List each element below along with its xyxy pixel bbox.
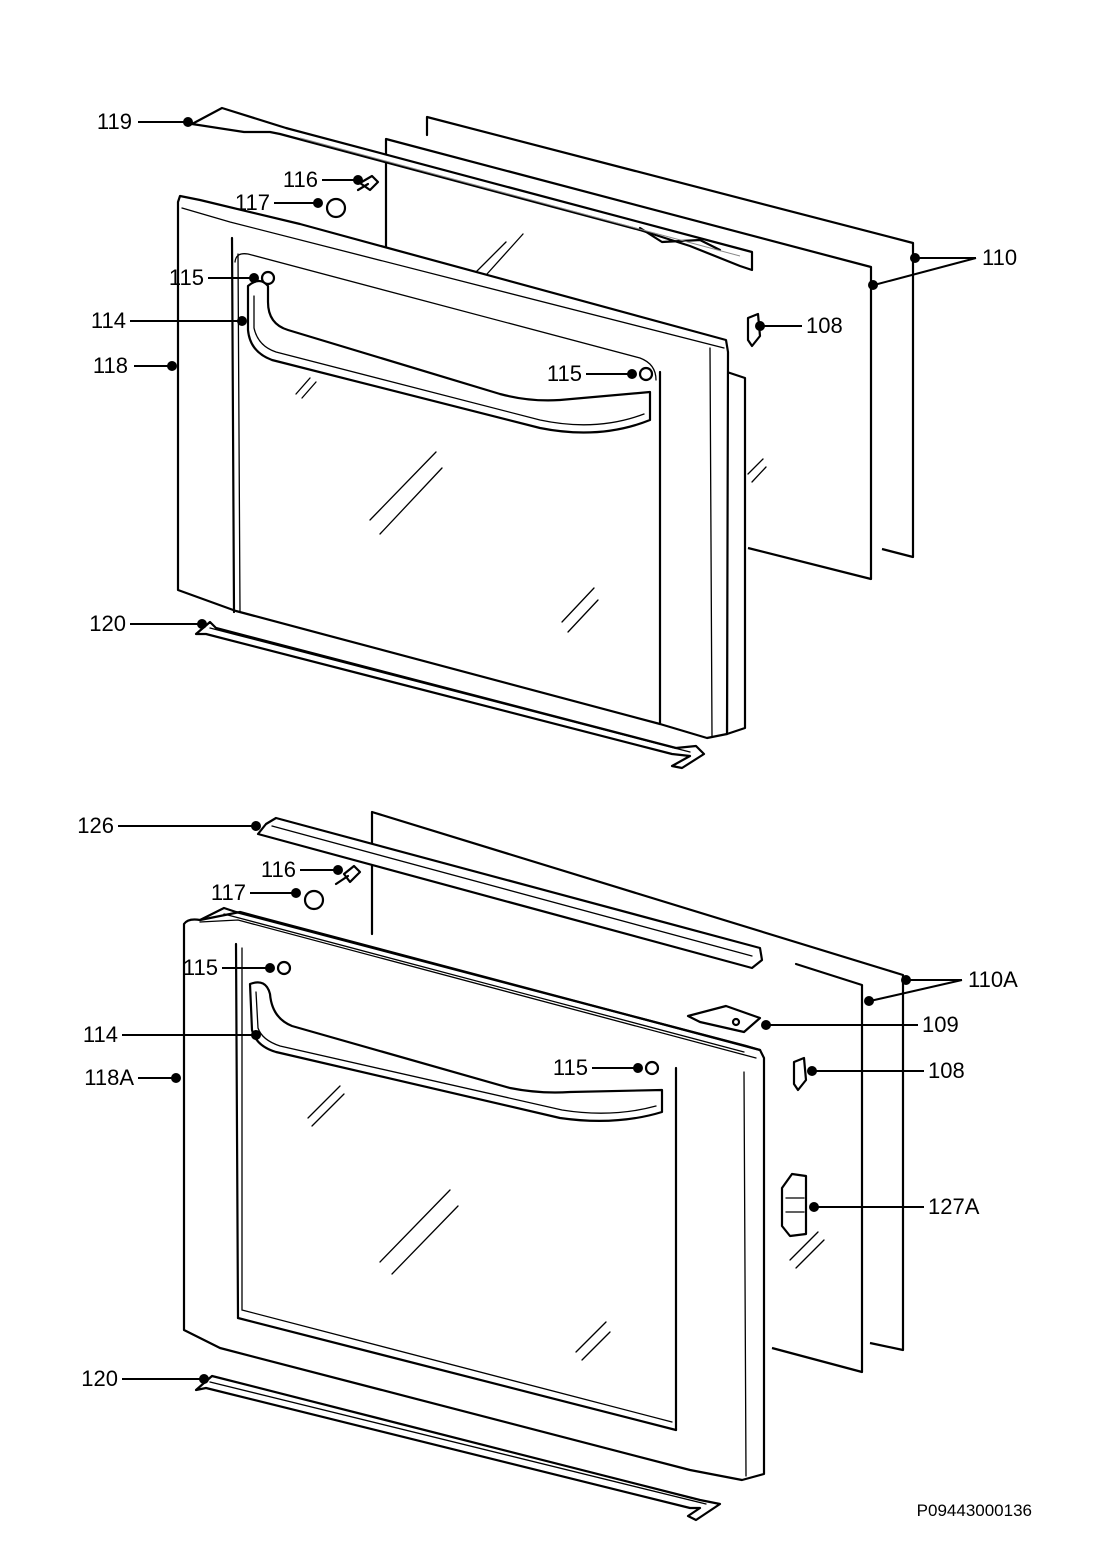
callout-127a: 127A xyxy=(809,1194,980,1219)
label-114-bottom: 114 xyxy=(83,1022,118,1047)
callout-118a: 118A xyxy=(84,1065,181,1090)
drawing-code: P09443000136 xyxy=(917,1501,1032,1520)
label-127a: 127A xyxy=(928,1194,980,1219)
front-panel-side-depth xyxy=(725,370,747,736)
door-handle-top xyxy=(246,279,652,434)
label-118: 118 xyxy=(93,353,128,378)
callout-110a: 110A xyxy=(864,967,1018,1006)
callout-116-bottom: 116 xyxy=(261,857,343,882)
callout-115-right-bottom: 115 xyxy=(553,1055,643,1080)
callout-110: 110 xyxy=(868,245,1017,290)
label-119: 119 xyxy=(97,109,132,134)
callout-117-top: 117 xyxy=(235,190,323,215)
callout-118: 118 xyxy=(93,353,177,378)
label-116-top: 116 xyxy=(283,167,318,192)
callout-108-top: 108 xyxy=(755,313,843,338)
label-115-left-top: 115 xyxy=(169,265,204,290)
bolt-top xyxy=(356,174,380,192)
label-108-top: 108 xyxy=(806,313,843,338)
label-108-bottom: 108 xyxy=(928,1058,965,1083)
bolt-bottom xyxy=(334,864,362,886)
callout-115-right-top: 115 xyxy=(547,361,637,386)
label-120-bottom: 120 xyxy=(81,1366,118,1391)
label-117-top: 117 xyxy=(235,190,270,215)
label-120-top: 120 xyxy=(89,611,126,636)
callout-114-bottom: 114 xyxy=(83,1022,261,1047)
top-seal-profile xyxy=(190,106,754,272)
label-110a: 110A xyxy=(968,967,1018,992)
callout-119: 119 xyxy=(97,109,193,134)
front-door-panel xyxy=(176,194,730,740)
screw-cap-left-bottom xyxy=(276,960,292,976)
callout-108-bottom: 108 xyxy=(807,1058,965,1083)
bottom-strip-top xyxy=(194,620,706,770)
label-116-bottom: 116 xyxy=(261,857,296,882)
callout-115-left-bottom: 115 xyxy=(183,955,275,980)
label-115-right-bottom: 115 xyxy=(553,1055,588,1080)
clip-bottom xyxy=(792,1056,808,1092)
washer-bottom xyxy=(303,889,325,911)
bottom-strip-bottom xyxy=(194,1374,722,1522)
hinge-bracket xyxy=(686,1004,762,1034)
callout-117-bottom: 117 xyxy=(211,880,301,905)
label-110: 110 xyxy=(982,245,1017,270)
callout-109: 109 xyxy=(761,1012,959,1037)
label-115-left-bottom: 115 xyxy=(183,955,218,980)
callout-114-top: 114 xyxy=(91,308,247,333)
callout-126: 126 xyxy=(77,813,261,838)
side-catch xyxy=(780,1172,808,1238)
callout-120-bottom: 120 xyxy=(81,1366,209,1391)
washer-top xyxy=(325,197,347,219)
callout-116-top: 116 xyxy=(283,167,363,192)
top-seal-rod xyxy=(256,816,764,970)
top-assembly xyxy=(176,106,915,770)
label-109: 109 xyxy=(922,1012,959,1037)
glass-pane-mid-bottom xyxy=(771,985,864,1374)
screw-cap-right-bottom xyxy=(644,1060,660,1076)
door-handle-bottom xyxy=(248,981,664,1123)
callout-115-left-top: 115 xyxy=(169,265,259,290)
part-callouts: 119 116 117 115 114 118 115 120 xyxy=(77,109,1032,1520)
label-118a: 118A xyxy=(84,1065,134,1090)
label-115-right-top: 115 xyxy=(547,361,582,386)
callout-120-top: 120 xyxy=(89,611,207,636)
screw-cap-left-top xyxy=(260,270,276,286)
label-126: 126 xyxy=(77,813,114,838)
label-117-bottom: 117 xyxy=(211,880,246,905)
bottom-assembly xyxy=(182,810,905,1522)
label-114-top: 114 xyxy=(91,308,126,333)
screw-cap-right-top xyxy=(638,366,654,382)
